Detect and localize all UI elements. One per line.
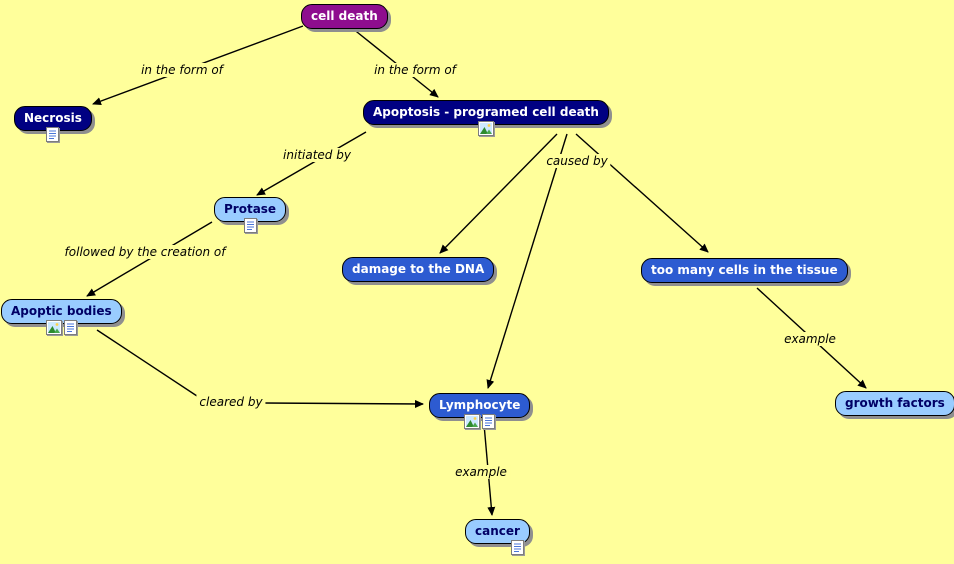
node-cell-death[interactable]: cell death <box>301 4 388 29</box>
node-necrosis-pill[interactable]: Necrosis <box>14 106 92 131</box>
text-resource-icon[interactable] <box>482 414 496 429</box>
link-label-cleared-by[interactable]: cleared by <box>196 395 266 409</box>
edge-apoptosis-protase[interactable] <box>256 131 367 196</box>
node-apoptic-bodies[interactable]: Apoptic bodies <box>1 299 122 335</box>
node-label: Protase <box>224 202 277 216</box>
link-label-in-the-form-of-left[interactable]: in the form of <box>138 63 226 77</box>
link-label-followed-by-the-creation-of[interactable]: followed by the creation of <box>61 245 229 259</box>
node-apoptosis-pill[interactable]: Apoptosis - programed cell death <box>363 100 609 125</box>
link-label-initiated-by[interactable]: initiated by <box>280 148 354 162</box>
edge-protase-apoptic-bodies[interactable] <box>86 221 213 297</box>
node-too-many-cells-in-the-tissue[interactable]: too many cells in the tissue <box>641 258 848 283</box>
link-label-example-cancer[interactable]: example <box>452 465 510 479</box>
text-resource-icon[interactable] <box>63 320 77 335</box>
node-label: Necrosis <box>24 111 82 125</box>
node-label: Apoptosis - programed cell death <box>373 105 599 119</box>
node-cell-death-pill[interactable]: cell death <box>301 4 388 29</box>
node-label: growth factors <box>845 396 945 410</box>
image-resource-icon[interactable] <box>45 320 62 335</box>
node-growth-factors[interactable]: growth factors <box>835 391 954 416</box>
node-label: damage to the DNA <box>352 262 485 276</box>
text-resource-icon[interactable] <box>46 127 60 142</box>
node-damage-to-the-dna-pill[interactable]: damage to the DNA <box>342 257 495 282</box>
node-apoptosis[interactable]: Apoptosis - programed cell death <box>363 100 609 136</box>
edge-cell-death-apoptosis[interactable] <box>351 27 439 98</box>
node-protase-pill[interactable]: Protase <box>214 197 287 222</box>
node-growth-factors-pill[interactable]: growth factors <box>835 391 954 416</box>
node-apoptic-bodies-pill[interactable]: Apoptic bodies <box>1 299 122 324</box>
edge-apoptic-bodies-label[interactable] <box>96 329 201 399</box>
node-cancer[interactable]: cancer <box>465 519 530 555</box>
text-resource-icon[interactable] <box>243 218 257 233</box>
node-protase[interactable]: Protase <box>214 197 287 233</box>
node-damage-to-the-dna[interactable]: damage to the DNA <box>342 257 495 282</box>
edge-apoptosis-damage-dna[interactable] <box>439 133 558 254</box>
node-necrosis[interactable]: Necrosis <box>14 106 92 142</box>
edge-apoptosis-too-many-cells[interactable] <box>575 133 709 253</box>
node-label: cell death <box>311 9 378 23</box>
node-label: Lymphocyte <box>439 398 521 412</box>
text-resource-icon[interactable] <box>510 540 524 555</box>
image-resource-icon[interactable] <box>464 414 481 429</box>
node-label: cancer <box>475 524 520 538</box>
link-label-in-the-form-of-right[interactable]: in the form of <box>371 63 459 77</box>
node-lymphocyte-pill[interactable]: Lymphocyte <box>429 393 531 418</box>
image-resource-icon[interactable] <box>477 121 494 136</box>
edge-label-lymphocyte[interactable] <box>262 399 424 408</box>
node-label: too many cells in the tissue <box>651 263 838 277</box>
node-too-many-cells-pill[interactable]: too many cells in the tissue <box>641 258 848 283</box>
link-label-example-growth-factors[interactable]: example <box>781 332 839 346</box>
node-cancer-pill[interactable]: cancer <box>465 519 530 544</box>
node-label: Apoptic bodies <box>11 304 112 318</box>
edge-apoptosis-lymphocyte[interactable] <box>486 133 568 389</box>
link-label-caused-by[interactable]: caused by <box>543 154 611 168</box>
node-lymphocyte[interactable]: Lymphocyte <box>429 393 531 429</box>
